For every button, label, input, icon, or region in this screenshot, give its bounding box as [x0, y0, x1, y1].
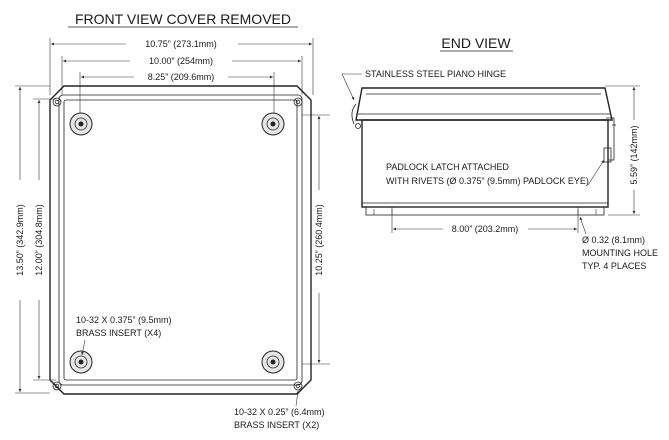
corner-hole-icon — [54, 99, 60, 105]
front-view: FRONT VIEW COVER REMOVED 10.75” (273.1mm… — [15, 11, 330, 430]
brass-insert-icon — [74, 355, 88, 369]
insert-large-callout-line1: 10-32 X 0.375” (9.5mm) — [76, 315, 172, 325]
dim-hole-spacing-label: 8.00” (203.2mm) — [452, 224, 519, 234]
corner-hole-icon — [52, 97, 62, 107]
padlock-latch-icon — [603, 147, 612, 163]
brass-insert-icon — [78, 121, 84, 127]
dim-height-mid-label: 12.00” (304.8mm) — [34, 204, 44, 276]
hinge-callout: STAINLESS STEEL PIANO HINGE — [365, 69, 506, 79]
hole-callout-line2: MOUNTING HOLE — [582, 248, 658, 258]
latch-leader — [587, 159, 605, 186]
insert-small-callout-line2: BRASS INSERT (X2) — [234, 420, 319, 430]
corner-hole-icons — [52, 97, 303, 391]
insert-small-leader — [295, 390, 300, 407]
brass-insert-icons — [69, 112, 285, 374]
hole-callout-line3: TYP. 4 PLACES — [582, 261, 646, 271]
brass-insert-icon — [270, 121, 276, 127]
brass-insert-icon — [78, 359, 84, 365]
hinge-leader — [341, 73, 355, 101]
brass-insert-icon — [74, 117, 88, 131]
padlock-latch-icon — [606, 117, 615, 161]
insert-large-leader — [81, 339, 86, 356]
corner-hole-icon — [293, 381, 303, 391]
dim-height-inner-label: 10.25” (260.4mm) — [314, 204, 324, 276]
latch-callout-line1: PADLOCK LATCH ATTACHED — [386, 162, 509, 172]
piano-hinge-icon — [355, 123, 361, 129]
end-view: END VIEW 8.00” (203.2mm) 5.59” — [341, 35, 658, 271]
end-view-cover — [355, 87, 613, 121]
end-view-title: END VIEW — [441, 35, 511, 51]
corner-hole-icon — [54, 383, 60, 389]
brass-insert-icon — [266, 117, 280, 131]
corner-hole-icon — [52, 381, 62, 391]
insert-small-callout-line1: 10-32 X 0.25” (6.4mm) — [234, 407, 325, 417]
dim-width-outer-label: 10.75” (273.1mm) — [145, 39, 217, 49]
dim-end-height-label: 5.59” (142mm) — [629, 125, 639, 184]
brass-insert-icon — [270, 359, 276, 365]
insert-large-callout-line2: BRASS INSERT (X4) — [76, 328, 161, 338]
latch-callout-line2: WITH RIVETS (Ø 0.375” (9.5mm) PADLOCK EY… — [386, 176, 589, 186]
enclosure-flange — [58, 94, 303, 386]
hole-leader — [579, 216, 587, 235]
hole-callout-line1: Ø 0.32 (8.1mm) — [582, 235, 645, 245]
corner-hole-icon — [295, 99, 301, 105]
dim-width-mid-label: 10.00” (254mm) — [149, 56, 213, 66]
dim-width-inner-label: 8.25” (209.6mm) — [148, 72, 215, 82]
enclosure-inner-wall — [63, 99, 298, 381]
piano-hinge-icon — [351, 103, 357, 125]
corner-hole-icon — [293, 97, 303, 107]
end-view-mounting-flange — [365, 206, 605, 216]
corner-hole-icon — [295, 383, 301, 389]
dim-height-outer-label: 13.50” (342.9mm) — [15, 204, 25, 276]
brass-insert-icon — [266, 355, 280, 369]
front-view-title: FRONT VIEW COVER REMOVED — [75, 11, 291, 27]
